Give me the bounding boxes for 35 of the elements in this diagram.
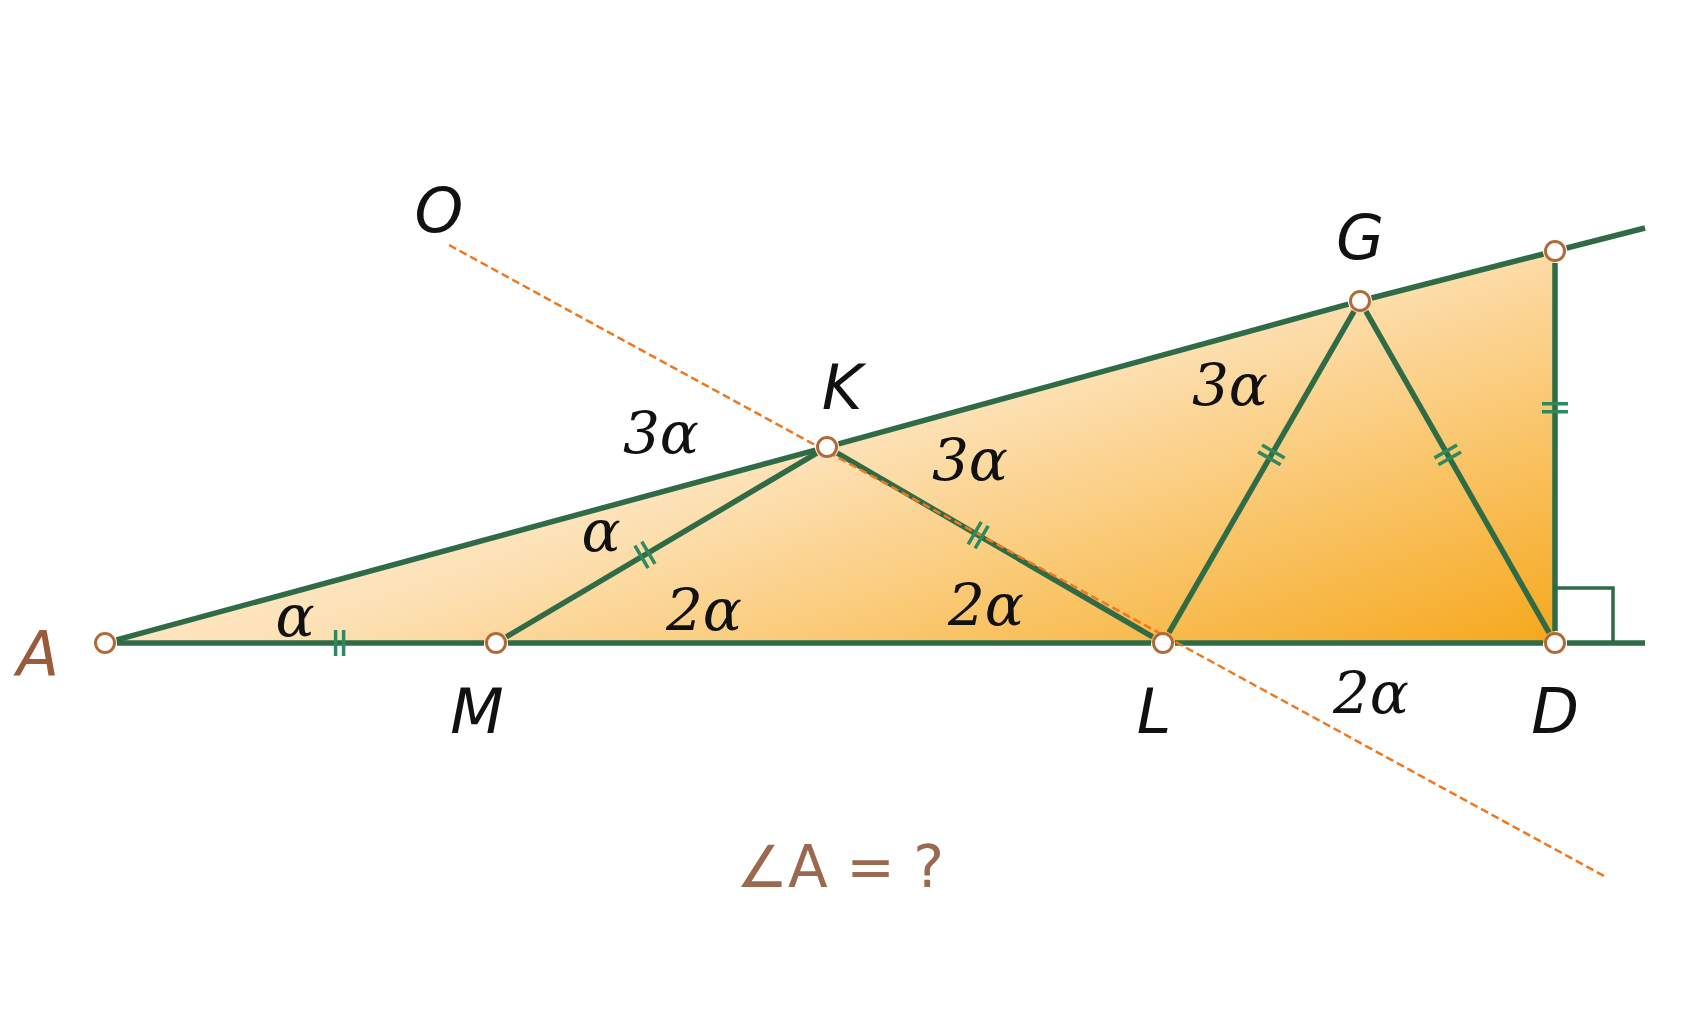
line-segment [837,301,1350,447]
point-label: M [450,681,504,743]
point-marker [1152,632,1174,654]
question-text: ∠A = ? [736,838,944,896]
angle-label: 3α [931,431,1009,489]
angle-label: 3α [622,404,700,462]
line-segment [1175,640,1543,646]
point-marker [816,436,838,458]
line-segment [1363,310,1552,634]
angle-label: 2α [1332,664,1410,722]
line-segment [508,640,1151,646]
point-label: G [1336,207,1384,269]
point-marker [485,632,507,654]
line-segment [115,447,817,643]
point-label: D [1531,681,1579,743]
ray-line [448,243,1605,878]
point-marker [94,632,116,654]
point-marker [1544,240,1566,262]
line-segment [1567,640,1645,646]
angle-label: α [275,587,315,645]
point-marker [1349,290,1371,312]
line-segment [836,450,1154,640]
point-marker [1544,632,1566,654]
line-segment [1565,225,1646,251]
angle-label: 2α [665,581,743,639]
angle-label: 3α [1191,356,1269,414]
angle-label: α [581,502,621,560]
line-segment [1370,251,1545,301]
point-label: L [1136,681,1172,743]
line-segment [1552,263,1558,631]
point-label: O [414,180,464,242]
line-segment [504,450,819,640]
line-segment [1166,310,1357,634]
angle-label: 2α [947,576,1025,634]
line-segment [117,640,484,646]
